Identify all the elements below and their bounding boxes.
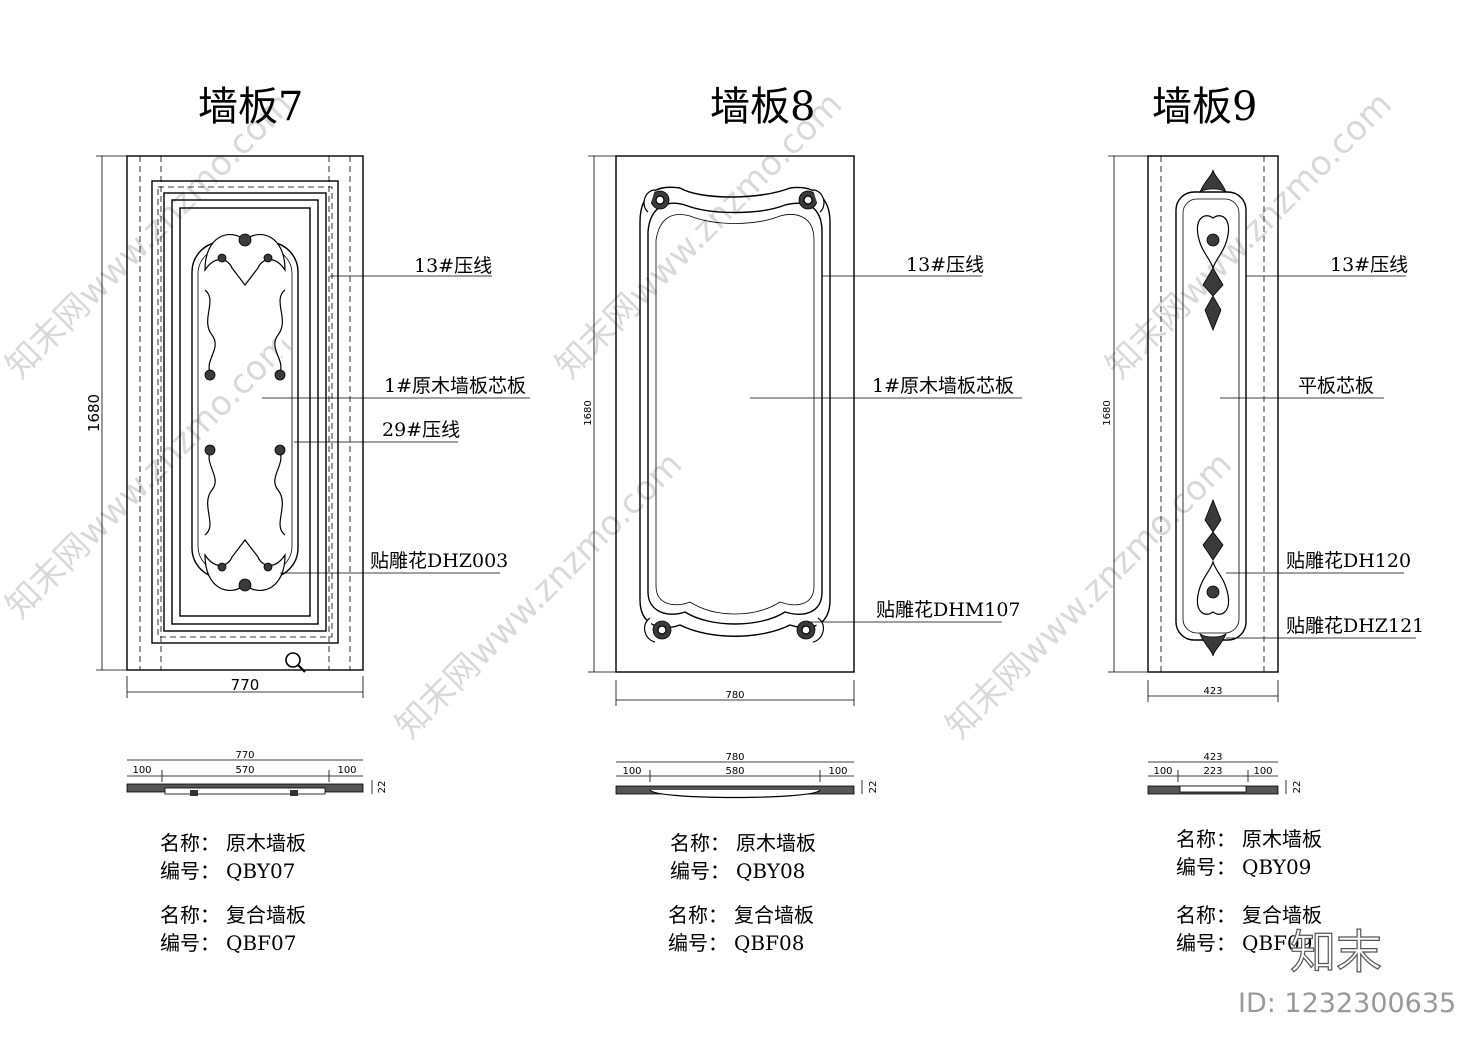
code-value-2: QBF09 [1242,931,1312,955]
moulding-outer [151,180,339,644]
callout-core-panel: 1#原木墙板芯板 [872,375,1014,397]
svg-text:580: 580 [725,766,744,777]
callout-moulding-13: 13#压线 [414,255,492,277]
watermark-site-6: 知末网www.znzmo.com [938,444,1240,746]
svg-text:223: 223 [1203,766,1222,777]
carving-scroll-right-upper [274,289,286,381]
callout-moulding-29: 29#压线 [382,419,460,441]
magnifier-icon[interactable] [285,652,306,673]
svg-text:100: 100 [1253,766,1272,777]
code-value-2: QBF08 [734,931,804,955]
width-dimension: 423 [1203,686,1222,697]
code-label: 编号： [1176,855,1236,879]
callout-core-panel: 1#原木墙板芯板 [384,375,526,397]
panel-8: 墙板8 1680 780 13#压线 1#原木墙板芯板 贴雕花DHM107 78… [583,84,1022,955]
panel-outline [1147,155,1279,673]
name-value-2: 复合墙板 [1242,903,1322,927]
svg-text:100: 100 [1153,766,1172,777]
svg-text:780: 780 [725,752,744,763]
name-label: 名称： [160,831,220,855]
code-label: 编号： [160,859,220,883]
svg-text:22: 22 [1292,781,1303,794]
svg-text:22: 22 [377,781,388,794]
callout-moulding-13: 13#压线 [906,254,984,276]
code-value: QBY08 [736,859,805,883]
panel-7: 墙板7 [85,84,530,955]
height-dimension: 1680 [1102,400,1113,425]
panel-outline [126,155,364,671]
height-dimension: 1680 [85,394,103,432]
height-dimension: 1680 [583,400,594,425]
panel-title: 墙板7 [198,84,303,130]
carving-rose-top-left [643,189,670,213]
callout-carving: 贴雕花DHZ003 [370,550,508,572]
carving-rose-bottom-right [796,617,825,643]
name-value: 原木墙板 [1242,827,1322,851]
name-value-2: 复合墙板 [734,903,814,927]
section-detail: 780 100 580 100 22 [615,752,879,799]
inner-panel [171,199,319,625]
arched-frame [639,186,831,637]
panel-outline [615,155,855,673]
panel-title: 墙板8 [710,84,815,130]
id-watermark: ID: 1232300635 [1238,988,1456,1019]
name-value-2: 复合墙板 [226,903,306,927]
code-label-2: 编号： [160,931,220,955]
carving-scroll-left-lower [204,444,216,536]
callout-carving-1: 贴雕花DH120 [1286,550,1411,572]
carving-rose-bottom-left [643,617,672,643]
code-label: 编号： [670,859,730,883]
callout-carving: 贴雕花DHM107 [876,599,1021,621]
name-label: 名称： [1176,827,1236,851]
carving-ornament-top [204,233,286,286]
svg-text:770: 770 [235,750,254,761]
svg-text:570: 570 [235,765,254,776]
name-label-2: 名称： [668,903,728,927]
carving-scroll-right-lower [274,444,286,536]
width-dimension: 770 [231,676,260,694]
code-label-2: 编号： [668,931,728,955]
panel-title: 墙板9 [1152,84,1257,130]
carving-ornament-bottom [204,539,286,592]
code-value: QBY09 [1242,855,1311,879]
callout-moulding-13: 13#压线 [1330,254,1408,276]
code-label-2: 编号： [1176,931,1236,955]
name-label-2: 名称： [1176,903,1236,927]
carving-ornament-top [1196,169,1230,332]
panel-9: 墙板9 1680 423 [1102,84,1424,955]
width-dimension: 780 [725,690,744,701]
name-value: 原木墙板 [736,831,816,855]
svg-text:100: 100 [337,765,356,776]
code-value: QBY07 [226,859,295,883]
watermark-site-4: 知末网www.znzmo.com [388,444,690,746]
svg-text:100: 100 [132,765,151,776]
section-detail: 423 100 223 100 22 [1147,752,1303,795]
name-value: 原木墙板 [226,831,306,855]
callout-core-panel: 平板芯板 [1298,375,1374,397]
site-watermarks: 知末网www.znzmo.com 知末网www.znzmo.com 知末网www… [0,84,1400,746]
svg-text:423: 423 [1203,752,1222,763]
code-value-2: QBF07 [226,931,296,955]
section-detail: 770 100 570 100 22 [126,750,388,796]
carving-rose-top-right [798,189,825,213]
svg-text:22: 22 [868,781,879,794]
carving-ornament-bottom [1196,498,1230,657]
name-label-2: 名称： [160,903,220,927]
name-label: 名称： [670,831,730,855]
svg-text:100: 100 [622,766,641,777]
carving-scroll-left-upper [204,289,216,381]
brand-watermark: 知末 [1290,925,1382,979]
svg-text:100: 100 [828,766,847,777]
callout-carving-2: 贴雕花DHZ121 [1286,615,1424,637]
